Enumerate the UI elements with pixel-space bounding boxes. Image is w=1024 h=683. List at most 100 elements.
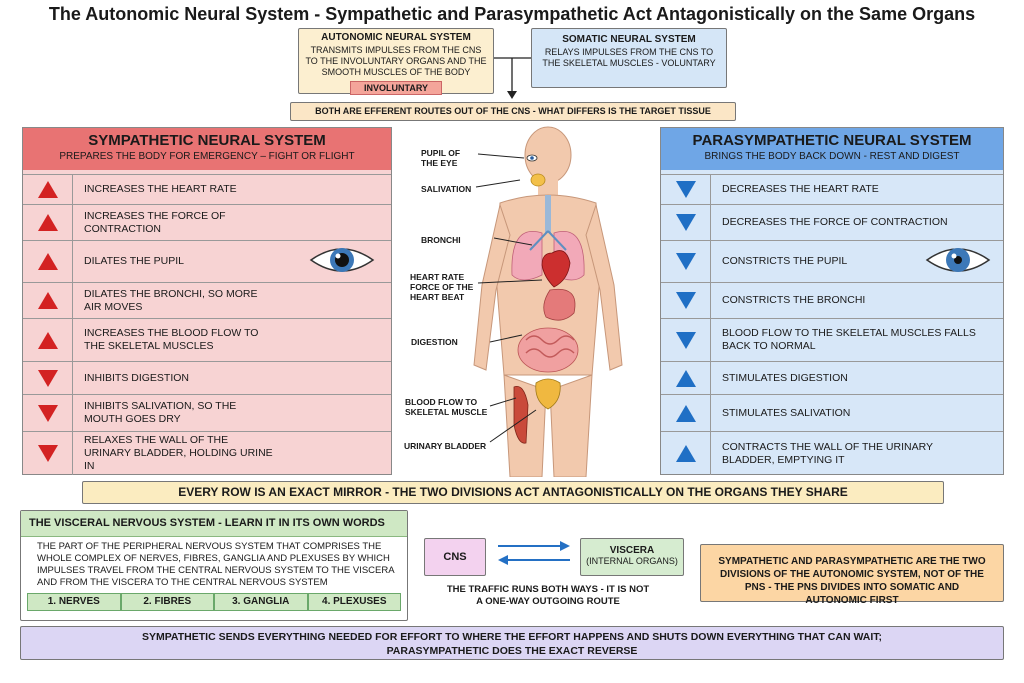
row-text: INHIBITS DIGESTION — [84, 371, 190, 384]
table-row: CONSTRICTS THE PUPIL — [661, 240, 1003, 282]
triangle-down-icon — [675, 214, 696, 231]
two-way-arrows — [498, 541, 570, 565]
row-text: DILATES THE PUPIL — [84, 255, 184, 267]
row-text: CONSTRICTS THE PUPIL — [722, 255, 848, 267]
table-row: DECREASES THE FORCE OF CONTRACTION — [661, 204, 1003, 240]
bottom-note-line1: SYMPATHETIC SENDS EVERYTHING NEEDED FOR … — [141, 631, 883, 643]
table-row: CONTRACTS THE WALL OF THE URINARY BLADDE… — [661, 431, 1003, 475]
row-text: INCREASES THE BLOOD FLOW TO THE SKELETAL… — [84, 327, 259, 352]
arrow-cell — [23, 432, 73, 475]
sympathetic-header: SYMPATHETIC NEURAL SYSTEM PREPARES THE B… — [23, 128, 391, 170]
arrow-cell — [661, 205, 711, 240]
bottom-note-line2: PARASYMPATHETIC DOES THE EXACT REVERSE — [386, 645, 638, 657]
parasympathetic-title: PARASYMPATHETIC NEURAL SYSTEM — [692, 132, 972, 149]
table-row: INHIBITS DIGESTION — [23, 361, 391, 394]
arrow-cell — [23, 205, 73, 240]
divisions-note: SYMPATHETIC AND PARASYMPATHETIC ARE THE … — [700, 544, 1004, 606]
label-blood-flow: BLOOD FLOW TO SKELETAL MUSCLE — [405, 397, 488, 417]
visceral-item-nerves: 1. NERVES — [27, 593, 121, 611]
row-text: STIMULATES SALIVATION — [722, 406, 851, 419]
efferent-note: BOTH ARE EFFERENT ROUTES OUT OF THE CNS … — [290, 102, 736, 121]
sympathetic-subtitle: PREPARES THE BODY FOR EMERGENCY – FIGHT … — [59, 151, 355, 162]
table-row: INCREASES THE BLOOD FLOW TO THE SKELETAL… — [23, 318, 391, 361]
triangle-down-icon — [675, 292, 696, 309]
row-text: STIMULATES DIGESTION — [722, 371, 848, 384]
triangle-down-icon — [37, 404, 58, 422]
page-title: The Autonomic Neural System - Sympatheti… — [48, 4, 976, 24]
viscera-label: VISCERA — [609, 545, 655, 556]
row-text: DECREASES THE FORCE OF CONTRACTION — [722, 216, 948, 228]
row-text: INCREASES THE HEART RATE — [84, 183, 237, 195]
triangle-up-icon — [675, 404, 696, 422]
table-row: BLOOD FLOW TO THE SKELETAL MUSCLES FALLS… — [661, 318, 1003, 361]
arrow-cell — [661, 175, 711, 204]
arrow-cell — [23, 362, 73, 394]
triangle-down-icon — [675, 253, 696, 270]
row-text: BLOOD FLOW TO THE SKELETAL MUSCLES FALLS… — [722, 327, 976, 352]
row-text: DILATES THE BRONCHI, SO MORE AIR MOVES — [84, 287, 258, 313]
cns-box: CNS — [424, 538, 486, 576]
parasympathetic-header: PARASYMPATHETIC NEURAL SYSTEM BRINGS THE… — [661, 128, 1003, 170]
triangle-up-icon — [675, 445, 696, 462]
row-text: DECREASES THE HEART RATE — [722, 183, 879, 195]
parasympathetic-panel: PARASYMPATHETIC NEURAL SYSTEM BRINGS THE… — [660, 127, 1004, 475]
arrow-cell — [661, 395, 711, 431]
label-bronchi: BRONCHI — [421, 235, 461, 245]
mirror-note: EVERY ROW IS AN EXACT MIRROR - THE TWO D… — [82, 481, 944, 504]
table-row: RELAXES THE WALL OF THE URINARY BLADDER,… — [23, 431, 391, 475]
table-row: INHIBITS SALIVATION, SO THE MOUTH GOES D… — [23, 394, 391, 431]
visceral-heading: THE VISCERAL NERVOUS SYSTEM - LEARN IT I… — [21, 511, 407, 537]
somatic-heading: SOMATIC NEURAL SYSTEM — [562, 34, 696, 45]
arrow-cell — [661, 283, 711, 318]
viscera-box: VISCERA (INTERNAL ORGANS) — [580, 538, 684, 576]
table-row: INCREASES THE FORCE OF CONTRACTION — [23, 204, 391, 240]
sympathetic-title: SYMPATHETIC NEURAL SYSTEM — [88, 132, 326, 149]
table-row: DILATES THE PUPIL — [23, 240, 391, 282]
visceral-item-fibres: 2. FIBRES — [120, 593, 214, 611]
arrow-cell — [661, 432, 711, 475]
sympathetic-panel: SYMPATHETIC NEURAL SYSTEM PREPARES THE B… — [22, 127, 392, 475]
triangle-down-icon — [675, 331, 696, 349]
row-text: RELAXES THE WALL OF THE URINARY BLADDER,… — [84, 434, 273, 472]
constricted-eye-icon — [925, 248, 991, 272]
autonomic-heading: AUTONOMIC NEURAL SYSTEM — [321, 32, 471, 43]
triangle-down-icon — [675, 181, 696, 198]
triangle-down-icon — [37, 445, 58, 462]
label-heart: HEART RATE FORCE OF THE HEART BEAT — [410, 272, 474, 302]
visceral-list: 1. NERVES 2. FIBRES 3. GANGLIA 4. PLEXUS… — [27, 593, 401, 611]
somatic-box: SOMATIC NEURAL SYSTEM RELAYS IMPULSES FR… — [531, 28, 727, 88]
table-row: DECREASES THE HEART RATE — [661, 174, 1003, 204]
triangle-up-icon — [37, 181, 58, 198]
label-salivation: SALIVATION — [421, 184, 472, 194]
arrow-cell — [661, 241, 711, 282]
table-row: STIMULATES DIGESTION — [661, 361, 1003, 394]
visceral-body: THE PART OF THE PERIPHERAL NERVOUS SYSTE… — [37, 541, 395, 588]
triangle-down-icon — [37, 369, 58, 387]
arrow-cell — [23, 283, 73, 318]
dilated-eye-icon — [309, 248, 375, 272]
parasympathetic-subtitle: BRINGS THE BODY BACK DOWN - REST AND DIG… — [704, 151, 960, 162]
visceral-item-ganglia: 3. GANGLIA — [214, 593, 308, 611]
row-text: INCREASES THE FORCE OF CONTRACTION — [84, 209, 226, 235]
arrow-cell — [661, 362, 711, 394]
arrow-cell — [661, 319, 711, 361]
triangle-up-icon — [37, 292, 58, 309]
table-row: STIMULATES SALIVATION — [661, 394, 1003, 431]
triangle-up-icon — [37, 331, 58, 349]
traffic-note: THE TRAFFIC RUNS BOTH WAYS - IT IS NOT A… — [446, 584, 650, 607]
label-pointer-lines — [475, 153, 543, 443]
row-text: CONTRACTS THE WALL OF THE URINARY BLADDE… — [722, 440, 933, 466]
label-digestion: DIGESTION — [411, 337, 458, 347]
table-row: CONSTRICTS THE BRONCHI — [661, 282, 1003, 318]
arrow-cell — [23, 241, 73, 282]
triangle-up-icon — [37, 214, 58, 231]
human-body-illustration — [473, 126, 623, 477]
label-bladder: URINARY BLADDER — [404, 441, 487, 451]
table-row: DILATES THE BRONCHI, SO MORE AIR MOVES — [23, 282, 391, 318]
row-text: INHIBITS SALIVATION, SO THE MOUTH GOES D… — [84, 400, 237, 425]
triangle-up-icon — [37, 253, 58, 270]
bottom-note: SYMPATHETIC SENDS EVERYTHING NEEDED FOR … — [20, 626, 1004, 660]
autonomic-box: AUTONOMIC NEURAL SYSTEM TRANSMITS IMPULS… — [298, 28, 494, 95]
somatic-body: RELAYS IMPULSES FROM THE CNS TO THE SKEL… — [542, 47, 716, 68]
arrow-cell — [23, 395, 73, 431]
